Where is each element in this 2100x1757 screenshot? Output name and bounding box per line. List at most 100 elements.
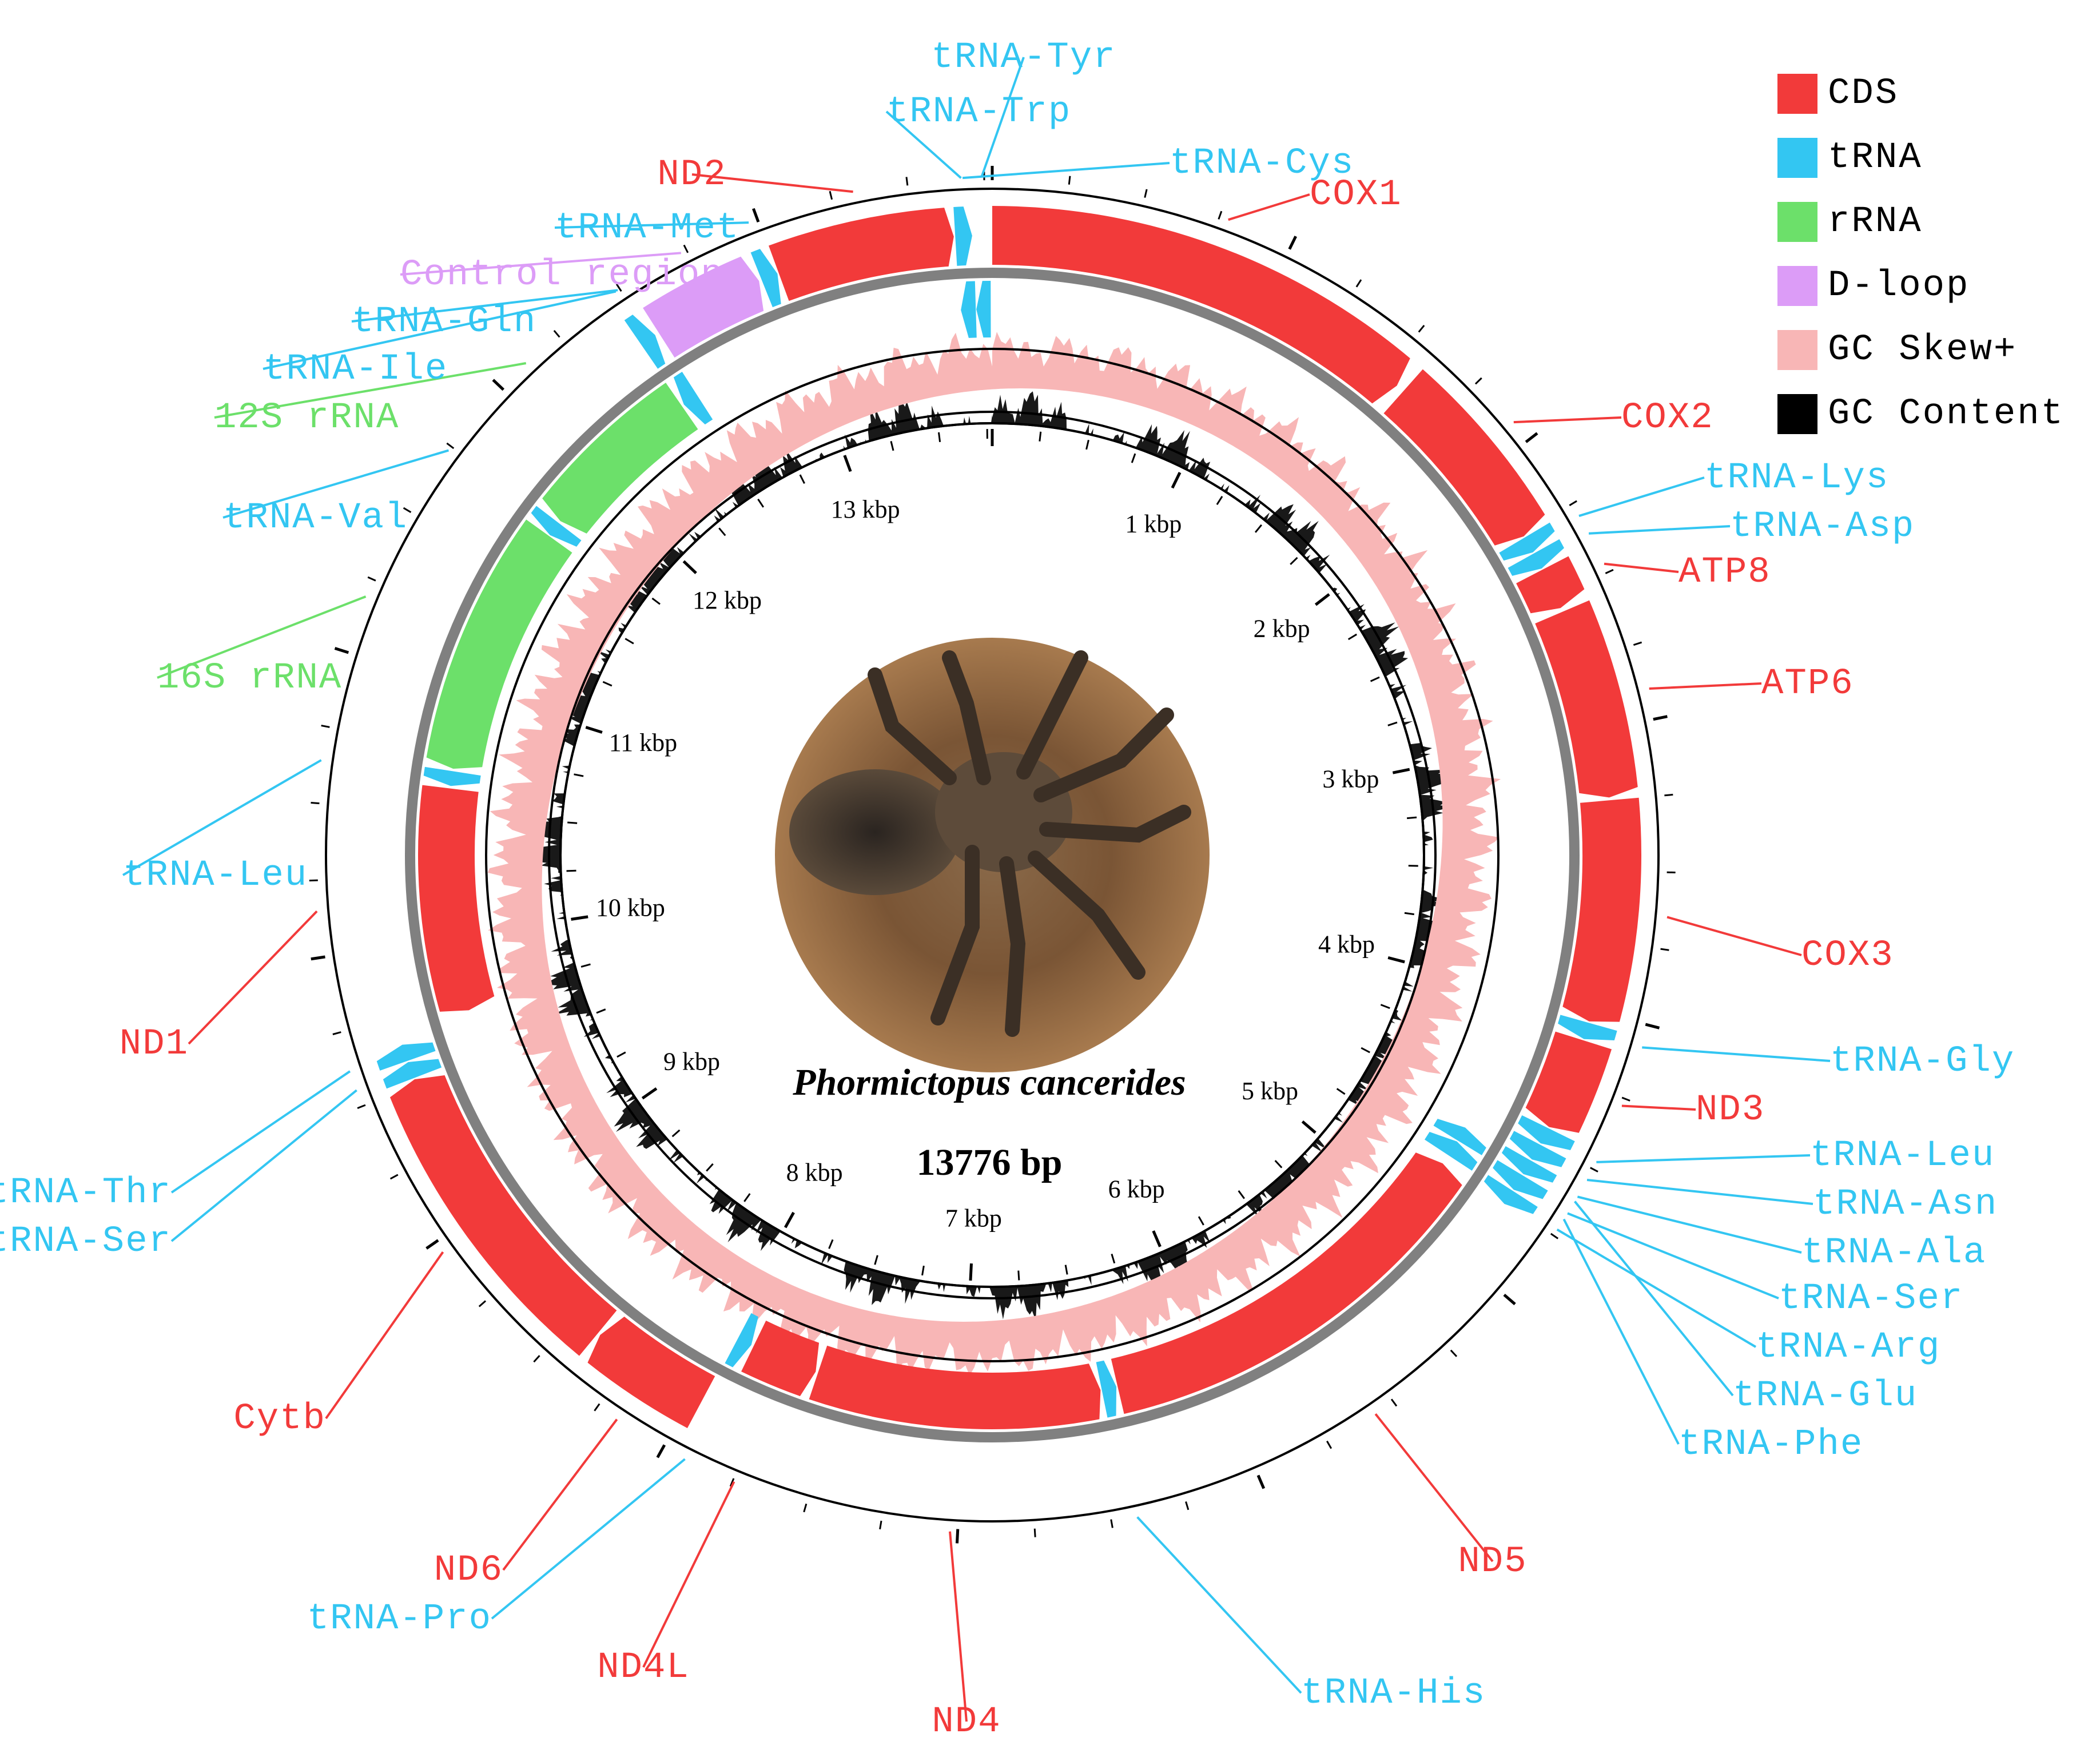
tarantula-cephalothorax <box>935 752 1072 872</box>
outer-tick <box>1653 715 1668 721</box>
outer-tick <box>1621 1096 1630 1102</box>
inner-tick <box>1085 439 1089 450</box>
outer-tick <box>492 379 505 391</box>
label-trna-asp: tRNA-Asp <box>1730 506 1915 547</box>
tarantula-abdomen <box>789 769 961 895</box>
outer-tick <box>478 1300 487 1307</box>
label-trna-val: tRNA-Val <box>223 498 408 539</box>
inner-tick <box>1361 1047 1370 1054</box>
feature-trna-gln <box>673 372 713 425</box>
leader-line <box>1588 525 1731 535</box>
leader-line <box>502 1418 618 1571</box>
leader-line <box>642 1481 735 1668</box>
center-photo <box>775 638 1210 1072</box>
inner-tick <box>1387 721 1398 726</box>
feature-cox1 <box>992 206 1410 404</box>
leader-line <box>1374 1413 1494 1563</box>
inner-tick <box>641 1087 658 1100</box>
label-control-region: Control region <box>400 255 724 296</box>
leader-line <box>949 1531 968 1722</box>
outer-tick <box>1326 1440 1333 1449</box>
label-trna-thr: tRNA-Thr <box>0 1172 172 1214</box>
inner-circle-1 <box>485 348 1500 1362</box>
outer-tick <box>1288 236 1297 250</box>
inner-tick <box>890 440 894 451</box>
leader-line <box>691 173 853 193</box>
outer-tick <box>1605 569 1614 574</box>
inner-tick <box>625 638 634 645</box>
inner-tick <box>1290 556 1298 565</box>
inner-tick <box>1387 956 1405 964</box>
feature-trna-glu <box>1433 1119 1486 1155</box>
leader-line <box>325 1251 444 1420</box>
inner-tick <box>602 681 612 687</box>
label-12s-rrna: 12S rRNA <box>214 397 399 439</box>
genome-length: 13776 bp <box>916 1142 1063 1183</box>
leader-line <box>1578 476 1705 517</box>
outer-circle <box>325 188 1660 1523</box>
label-trna-pro: tRNA-Pro <box>307 1599 492 1640</box>
outer-tick <box>1110 1519 1113 1528</box>
feature-12s-rrna <box>542 383 698 534</box>
inner-tick <box>1407 816 1417 820</box>
inner-tick <box>574 773 584 777</box>
leader-line <box>170 1089 357 1242</box>
inner-tick <box>651 597 661 605</box>
inner-tick <box>1370 676 1380 682</box>
outer-tick <box>332 1031 341 1035</box>
feature-nd6 <box>587 1316 715 1429</box>
inner-circle-2 <box>548 411 1437 1299</box>
outer-tick <box>803 1503 808 1513</box>
inner-tick <box>969 1263 973 1281</box>
kbp-label: 6 kbp <box>1108 1175 1165 1203</box>
feature-atp6 <box>1535 600 1638 798</box>
inner-tick <box>1198 1216 1204 1226</box>
feature-trna-ser <box>1493 1160 1548 1199</box>
outer-tick <box>1450 1349 1458 1357</box>
label-trna-cys: tRNA-Cys <box>1170 143 1354 184</box>
legend-item-cds: CDS <box>1777 62 2098 126</box>
kbp-label: 3 kbp <box>1322 765 1379 793</box>
outer-tick <box>905 177 909 186</box>
outer-tick <box>1068 176 1071 185</box>
leader-line <box>1574 1201 1734 1397</box>
feature-nd5 <box>1111 1152 1462 1414</box>
inner-tick <box>937 432 941 442</box>
feature-cox3 <box>1562 797 1641 1022</box>
label-cox2: COX2 <box>1621 397 1714 439</box>
outer-tick <box>1355 279 1362 288</box>
label-trna-leu: tRNA-Leu <box>123 855 308 896</box>
feature-trna-cys <box>961 281 977 338</box>
label-nd6: ND6 <box>434 1550 503 1591</box>
kbp-label: 11 kbp <box>609 729 677 757</box>
outer-tick <box>553 329 560 338</box>
label-trna-ser: tRNA-Ser <box>1779 1278 1963 1319</box>
feature-trna-ser <box>383 1059 442 1089</box>
label-trna-asn: tRNA-Asn <box>1813 1184 1998 1225</box>
inner-tick <box>1111 1253 1116 1264</box>
legend-label: CDS <box>1828 73 1899 114</box>
legend-item-gc-content: GC Content <box>1777 382 2098 446</box>
inner-tick <box>1336 1088 1346 1095</box>
leader-line <box>170 1070 351 1194</box>
legend-swatch <box>1777 202 1817 242</box>
inner-tick <box>1238 1190 1245 1199</box>
kbp-label: 4 kbp <box>1318 931 1375 959</box>
label-trna-ala: tRNA-Ala <box>1801 1233 1986 1274</box>
outer-tick <box>1550 1233 1559 1239</box>
kbp-label: 10 kbp <box>596 894 665 922</box>
feature-track <box>376 206 1641 1429</box>
inner-tick <box>682 560 697 574</box>
feature-labels: COX1COX2tRNA-LystRNA-AspATP8ATP6COX3tRNA… <box>0 37 2014 1743</box>
leader-line <box>1562 1218 1680 1445</box>
outer-tick <box>321 725 330 728</box>
inner-tick <box>1347 633 1358 641</box>
leader-line <box>1228 193 1310 221</box>
label-nd4: ND4 <box>932 1702 1001 1743</box>
inner-tick <box>757 498 765 508</box>
outer-tick <box>829 190 833 200</box>
leader-line <box>1649 682 1762 690</box>
outer-tick <box>1390 1398 1398 1407</box>
inner-tick <box>828 1239 834 1249</box>
